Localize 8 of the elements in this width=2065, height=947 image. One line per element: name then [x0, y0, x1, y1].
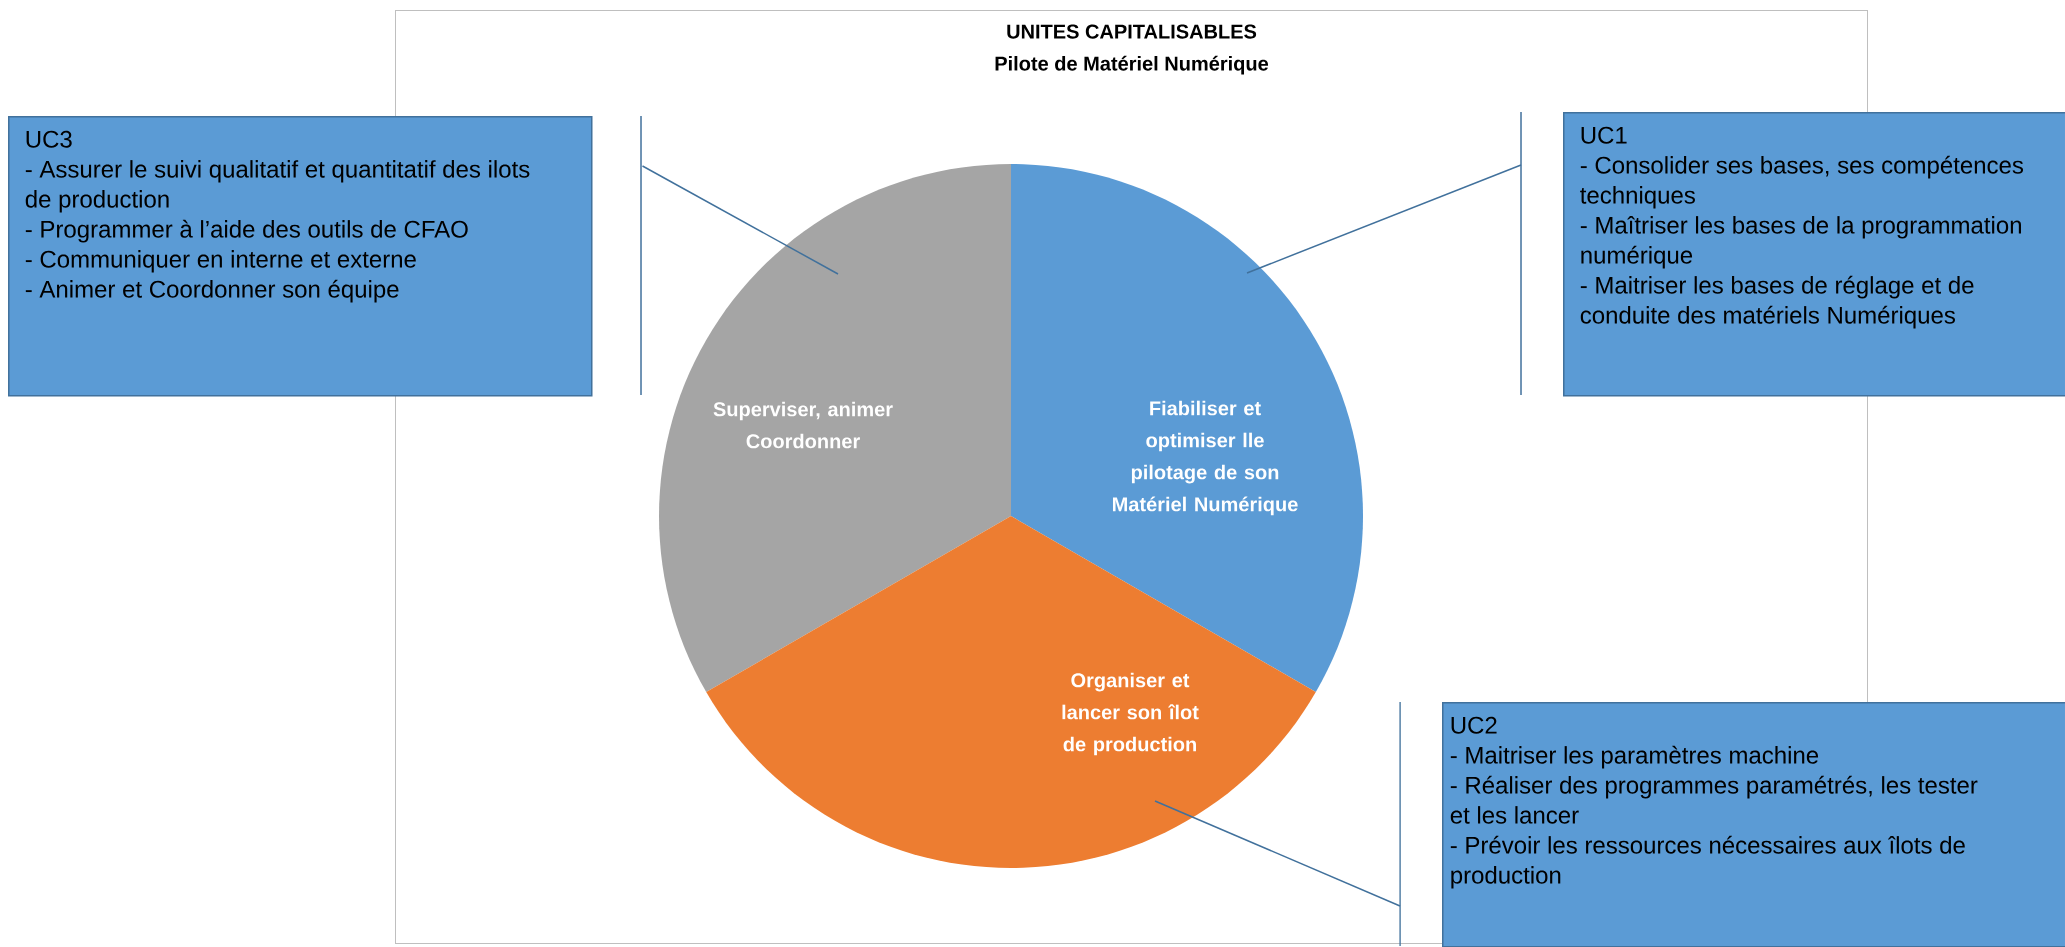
leader-line — [1246, 164, 1522, 274]
pie-slice: Organiser et lancer son îlot de production — [706, 516, 1316, 868]
callout-box: UC3 - Assurer le suivi qualitatif et quantitatif des ilots de production - Programmer à l’aide des outils de CFAO - Communiquer en interne et externe - Animer et Coordonner son équipe — [8, 116, 593, 397]
leader-line — [1154, 800, 1401, 907]
pie-slice: Superviser, animer Coordonner — [659, 164, 1011, 692]
callout-box: UC1 - Consolider ses bases, ses compétences techniques - Maîtriser les bases de la programmation numérique - Maitriser les bases de réglage et de conduite des matériels Numériques — [1563, 112, 2065, 397]
callout-box: UC2 - Maitriser les paramètres machine - Réaliser des programmes paramétrés, les tester et les lancer - Prévoir les ressources nécessaires aux îlots de production — [1442, 702, 2065, 947]
leader-line — [641, 165, 839, 275]
